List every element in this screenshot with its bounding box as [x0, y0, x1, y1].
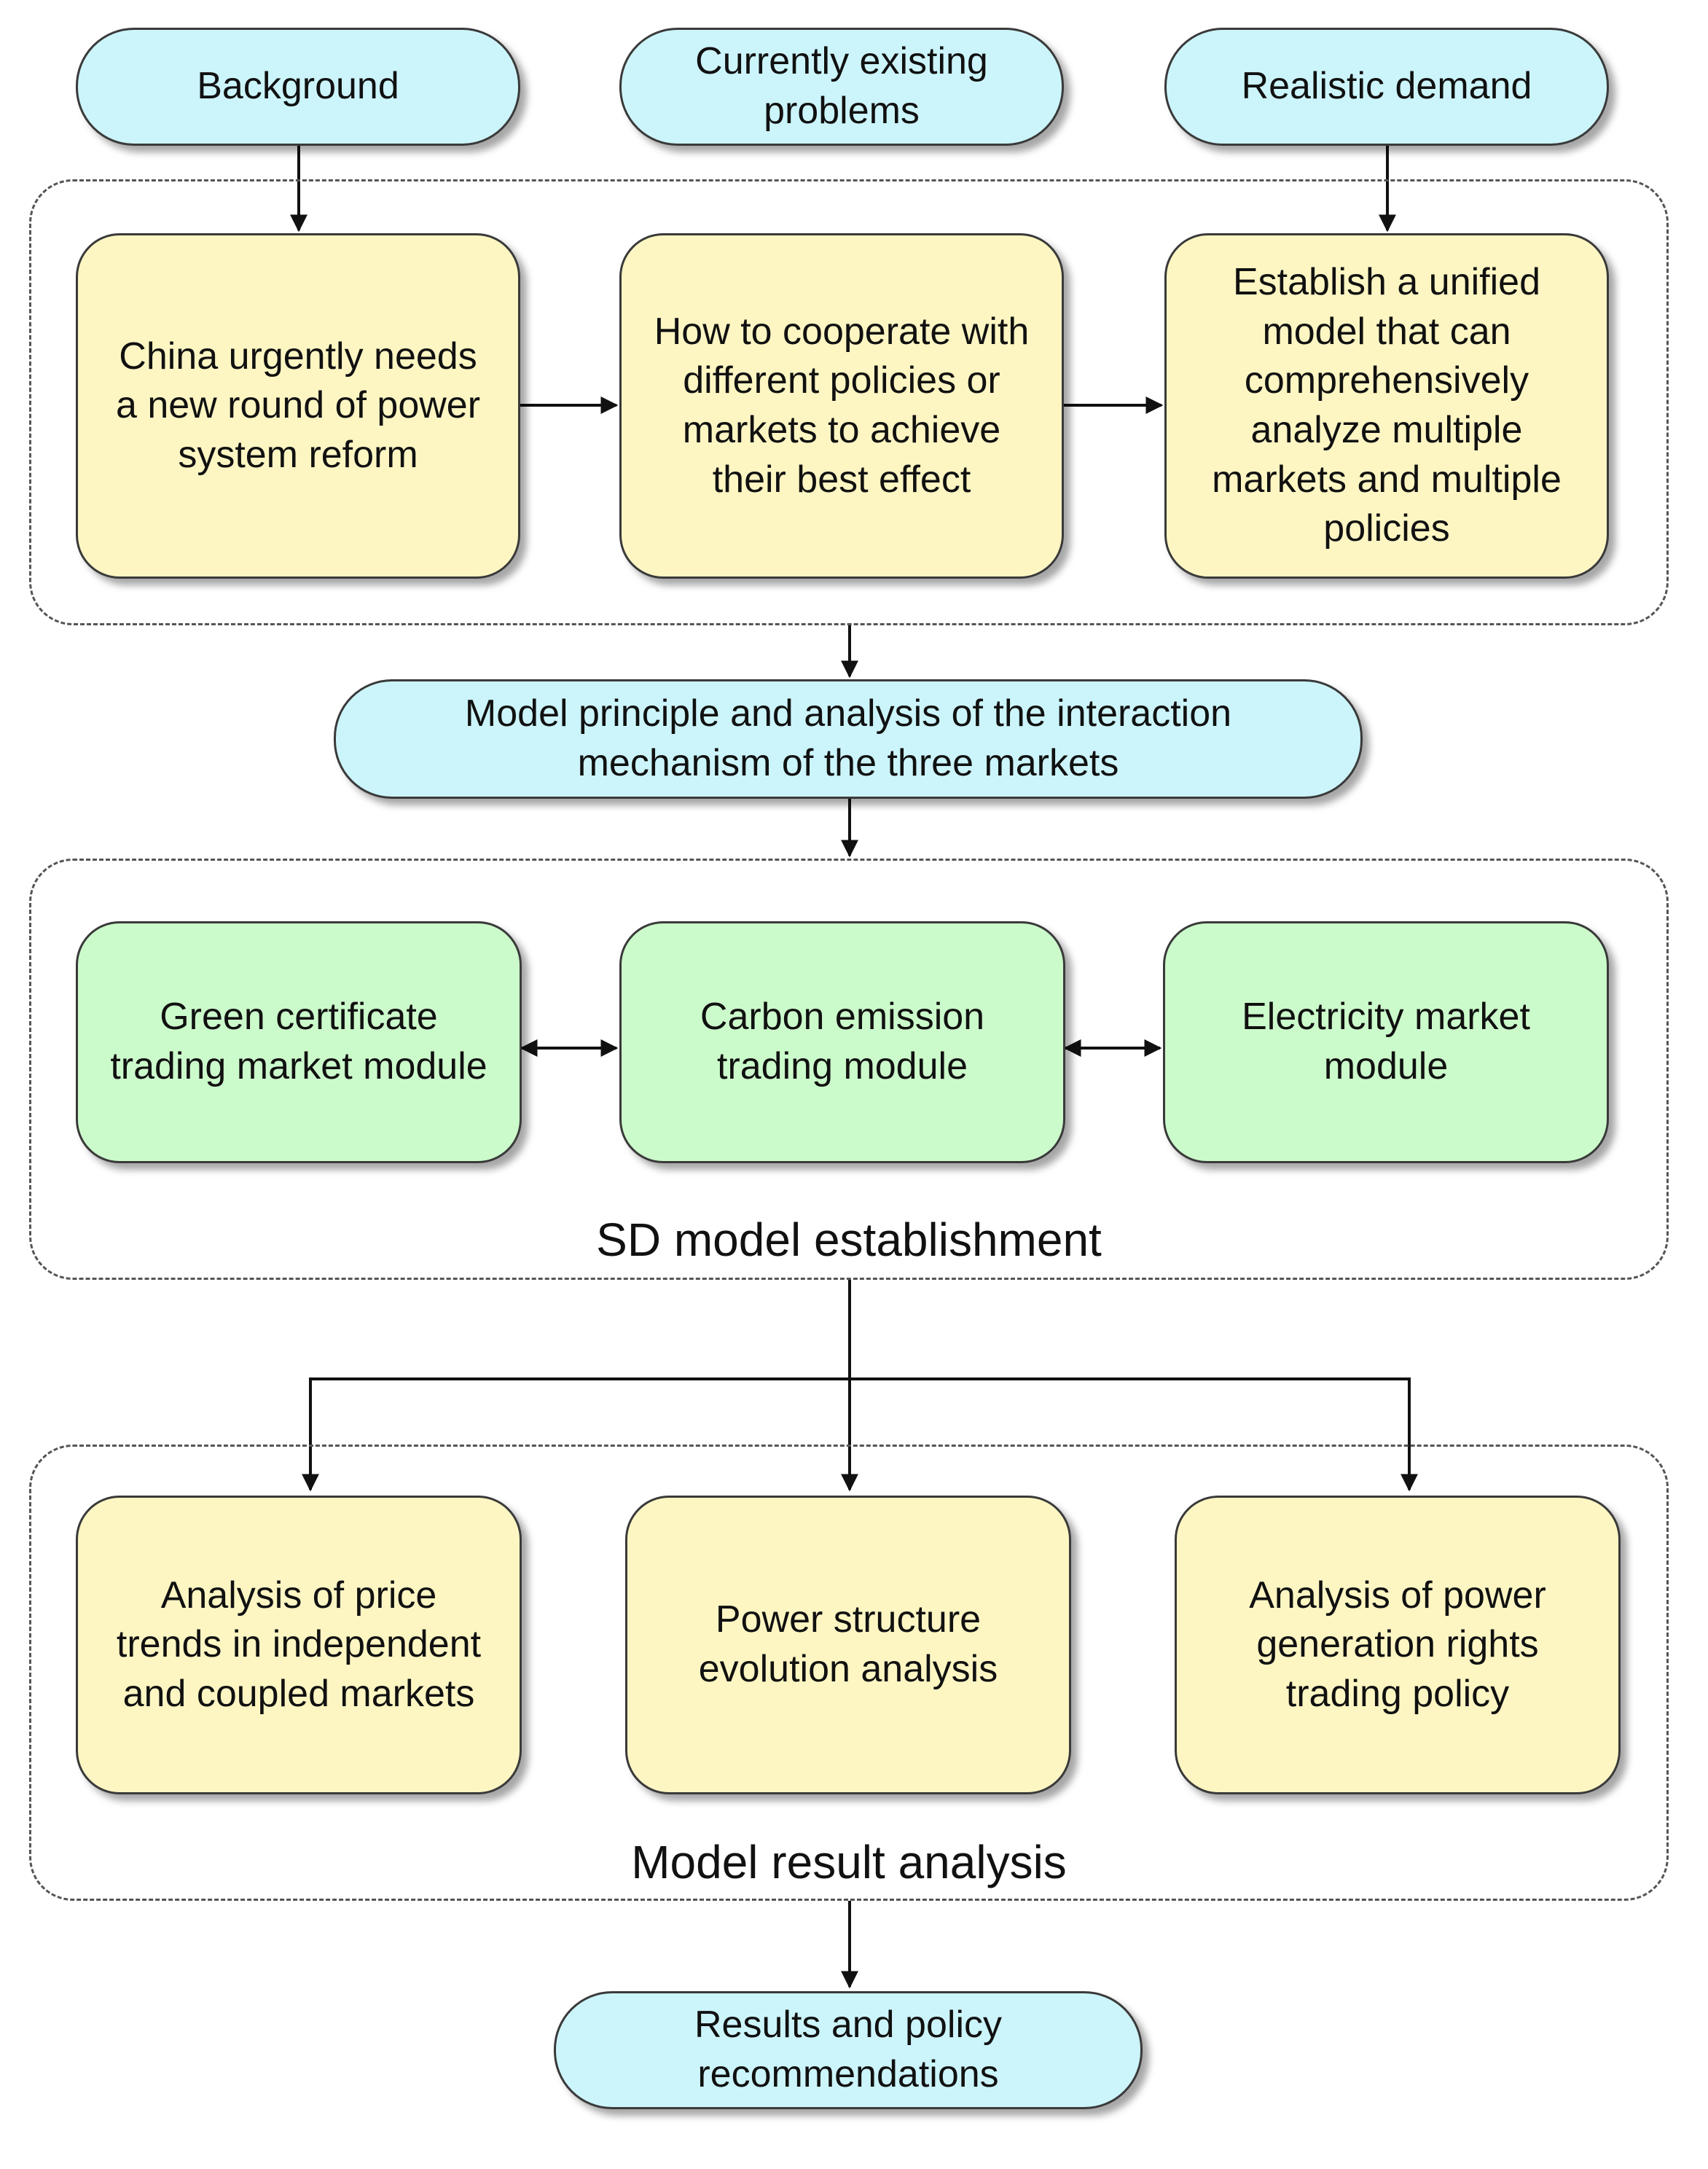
realistic-demand-node: Realistic demand	[1164, 28, 1609, 146]
arrow-sd-to-generation-rights	[850, 1377, 1418, 1492]
green-certificate-module-node: Green certificate trading market module	[76, 921, 522, 1163]
establish-unified-model-node: Establish a unified model that can compr…	[1164, 233, 1609, 579]
model-principle-node: Model principle and analysis of the inte…	[334, 679, 1363, 799]
results-recommendations-node: Results and policy recommendations	[554, 1991, 1143, 2109]
how-to-cooperate-node: How to cooperate with different policies…	[619, 233, 1064, 579]
sd-model-establishment-label: SD model establishment	[596, 1214, 1102, 1266]
power-structure-analysis-node: Power structure evolution analysis	[625, 1496, 1071, 1794]
generation-rights-analysis-node: Analysis of power generation rights trad…	[1175, 1496, 1621, 1794]
price-trends-analysis-node: Analysis of price trends in independent …	[76, 1496, 522, 1794]
problem-statement-group	[29, 179, 1669, 625]
currently-existing-problems-node: Currently existing problems	[619, 28, 1064, 146]
china-reform-node: China urgently needs a new round of powe…	[76, 233, 520, 579]
electricity-market-module-node: Electricity market module	[1163, 921, 1609, 1163]
carbon-emission-module-node: Carbon emission trading module	[619, 921, 1065, 1163]
arrow-sd-to-price-trends	[302, 1377, 850, 1492]
model-result-analysis-group: Model result analysis	[29, 1445, 1669, 1901]
background-node: Background	[76, 28, 520, 146]
sd-model-establishment-group: SD model establishment	[29, 859, 1669, 1280]
model-result-analysis-label: Model result analysis	[631, 1836, 1067, 1888]
